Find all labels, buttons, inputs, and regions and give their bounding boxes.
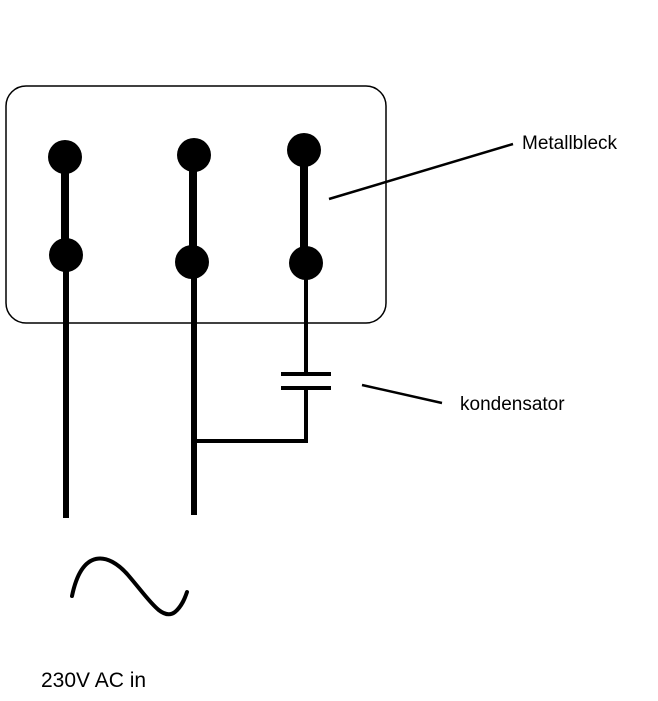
metallbleck-leader-line xyxy=(328,142,514,201)
ac-sine-icon xyxy=(70,556,189,617)
metallbleck-label: Metallbleck xyxy=(522,133,618,154)
ac-input-label: 230V AC in xyxy=(41,669,147,692)
terminal-top-1 xyxy=(48,140,82,174)
terminal-top-3 xyxy=(287,133,321,167)
terminal-top-2 xyxy=(177,138,211,172)
kondensator-label: kondensator xyxy=(460,394,565,415)
kondensator-leader-line xyxy=(361,383,443,405)
